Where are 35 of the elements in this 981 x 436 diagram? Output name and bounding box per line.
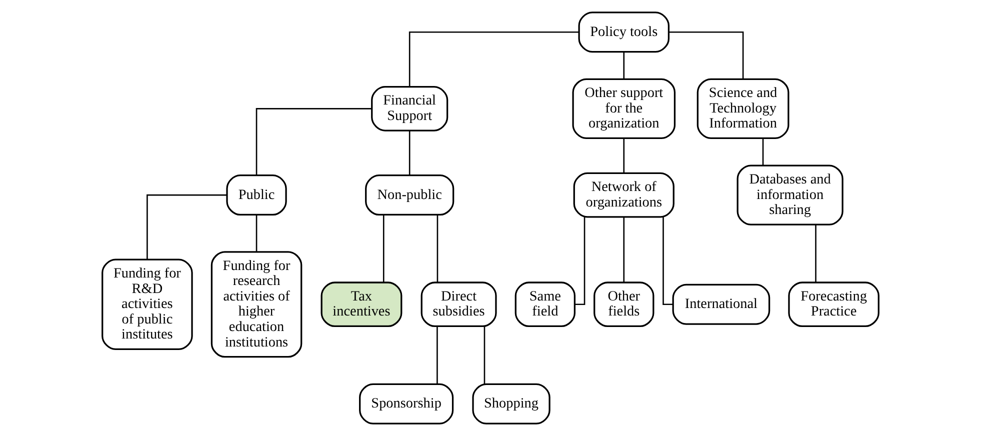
- connector: [623, 138, 625, 173]
- node-box: Same field: [514, 282, 576, 328]
- node-box: Sponsorship: [359, 383, 454, 424]
- node-box: Public: [226, 174, 287, 216]
- connector: [408, 130, 410, 176]
- connector: [575, 217, 586, 306]
- connector: [484, 326, 486, 384]
- node-box: Direct subsidies: [420, 282, 497, 328]
- connector: [256, 108, 372, 175]
- node-box: Other fields: [594, 282, 654, 328]
- node-box: Network of organizations: [573, 172, 674, 218]
- node-box: Tax incentives: [320, 282, 402, 328]
- connector: [146, 194, 227, 260]
- node-box: Financial Support: [371, 86, 448, 132]
- node-box: Science and Technology Information: [696, 78, 790, 139]
- node-box: Funding for research activities of higher education institutions: [210, 251, 302, 358]
- node-box: Other support for the organization: [572, 78, 676, 139]
- connector: [436, 326, 438, 384]
- node-box: Shopping: [472, 383, 550, 424]
- node-box: Policy tools: [578, 12, 670, 53]
- connector: [436, 215, 438, 282]
- node-box: Funding for R&D activities of public institutes: [102, 258, 193, 350]
- connector: [256, 215, 258, 252]
- node-box: International: [672, 284, 770, 325]
- node-box: Non-public: [365, 174, 454, 216]
- connector: [662, 217, 673, 306]
- connector: [762, 138, 764, 166]
- connector: [408, 31, 579, 87]
- connector: [623, 52, 625, 79]
- node-box: Databases and information sharing: [736, 164, 844, 226]
- connector: [815, 224, 816, 282]
- connector: [668, 31, 744, 79]
- connector: [382, 215, 384, 282]
- connector: [623, 217, 625, 282]
- node-box: Forecasting Practice: [788, 282, 880, 328]
